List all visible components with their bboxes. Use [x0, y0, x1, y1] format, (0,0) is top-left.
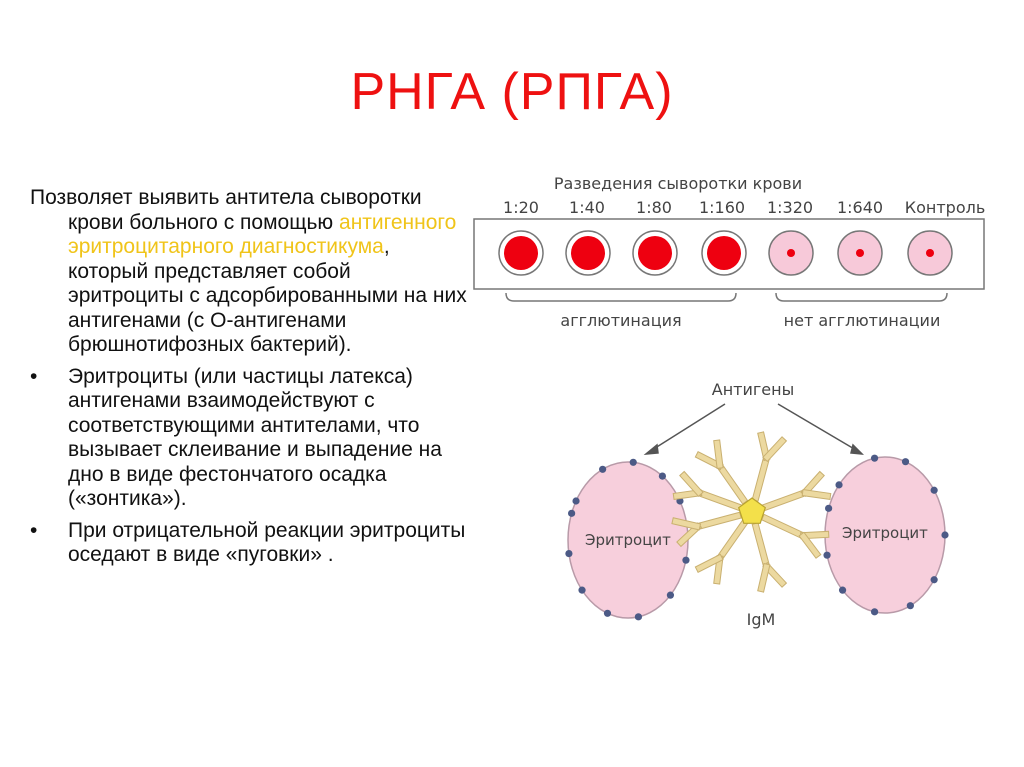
well-0 — [498, 230, 544, 276]
antigen-dot-right-1 — [870, 454, 879, 462]
arrow-left — [643, 403, 726, 455]
antigen-dot-right-7 — [870, 608, 879, 616]
antibody-arm-4 — [751, 522, 788, 593]
antigen-dot-right-8 — [838, 586, 847, 594]
bracket-agglutination — [505, 292, 737, 302]
igm-label: IgM — [747, 610, 776, 629]
bullet-item-negative: • При отрицательной реакции эритроциты ос… — [30, 519, 470, 568]
antibody-arm-2 — [761, 470, 832, 512]
antibody-arm-0 — [694, 439, 749, 505]
antigen-dot-left-6 — [666, 591, 675, 599]
antibody-arm-6 — [671, 511, 742, 548]
well-2 — [632, 230, 678, 276]
well-1 — [565, 230, 611, 276]
description-text-end: , который представляет собой эритроциты … — [68, 235, 467, 356]
antigen-dot-left-10 — [565, 549, 573, 558]
bullet-text: При отрицательной реакции эритроциты осе… — [68, 518, 466, 567]
right-cell-label: Эритроцит — [842, 524, 928, 542]
antibody-arm-3 — [760, 513, 830, 559]
bullet-icon: • — [30, 364, 38, 388]
bullet-text: Эритроциты (или частицы латекса) антиген… — [68, 364, 442, 511]
antigen-dot-left-11 — [568, 509, 576, 517]
igm-agglutination-diagram: Антигены Эритроцит Эритроцит IgM — [565, 380, 949, 629]
well-label-1: 1:40 — [569, 198, 605, 217]
well-label-0: 1:20 — [503, 198, 539, 217]
antigen-dot-left-8 — [603, 609, 612, 617]
bracket-no-agglutination — [775, 292, 948, 302]
antigen-dot-right-9 — [823, 551, 831, 559]
paragraph-description: Позволяет выявить антитела сыворотки кро… — [30, 186, 470, 358]
antigen-dot-right-6 — [906, 602, 914, 610]
antibody-arm-5 — [694, 519, 749, 585]
dilution-plate-figure: Разведения сыворотки крови 1:20 1:40 1:80 1… — [473, 174, 986, 330]
antigen-dot-right-10 — [825, 504, 833, 512]
antigen-dot-right-5 — [930, 576, 938, 584]
highlight-diagnosticum: антигенного эритроцитарного диагностикум… — [68, 210, 457, 259]
well-label-2: 1:80 — [636, 198, 672, 217]
antigen-dot-right-2 — [901, 458, 910, 466]
well-label-5: 1:640 — [837, 198, 883, 217]
antigen-dot-left-3 — [658, 472, 667, 480]
antigen-dot-left-0 — [572, 497, 580, 505]
group-label-agglutination: агглютинация — [560, 311, 681, 330]
description-text: Позволяет выявить антитела сыворотки кро… — [30, 186, 422, 234]
antigen-dot-left-5 — [682, 556, 690, 564]
well-3 — [701, 230, 747, 276]
antigen-dot-left-1 — [599, 465, 607, 473]
igm-antibody — [671, 431, 832, 593]
antigen-dot-left-7 — [634, 613, 643, 621]
well-5 — [837, 230, 883, 276]
well-label-3: 1:160 — [699, 198, 745, 217]
well-4 — [768, 230, 814, 276]
plate-caption: Разведения сыворотки крови — [554, 174, 802, 193]
antigen-dot-right-3 — [930, 486, 938, 494]
antigen-dot-right-0 — [835, 481, 843, 489]
bullet-icon: • — [30, 518, 38, 542]
antibody-arm-1 — [751, 431, 788, 502]
pentamer-core — [737, 497, 767, 524]
antigens-label: Антигены — [712, 380, 794, 399]
antibody-arm-7 — [672, 470, 743, 512]
body-text: Позволяет выявить антитела сыворотки кро… — [30, 186, 470, 568]
group-label-no-agglutination: нет агглютинации — [784, 311, 941, 330]
antigen-dot-left-9 — [578, 586, 586, 594]
bullet-item-agglutination: • Эритроциты (или частицы латекса) антиге… — [30, 365, 470, 512]
antigen-dot-left-2 — [629, 458, 637, 466]
left-cell-label: Эритроцит — [585, 531, 671, 549]
arrow-right — [777, 403, 864, 455]
well-label-4: 1:320 — [767, 198, 813, 217]
slide-title: РНГА (РПГА) — [350, 63, 674, 121]
well-label-6: Контроль — [905, 198, 986, 217]
well-6 — [907, 230, 953, 276]
antigen-dot-right-4 — [941, 531, 949, 539]
